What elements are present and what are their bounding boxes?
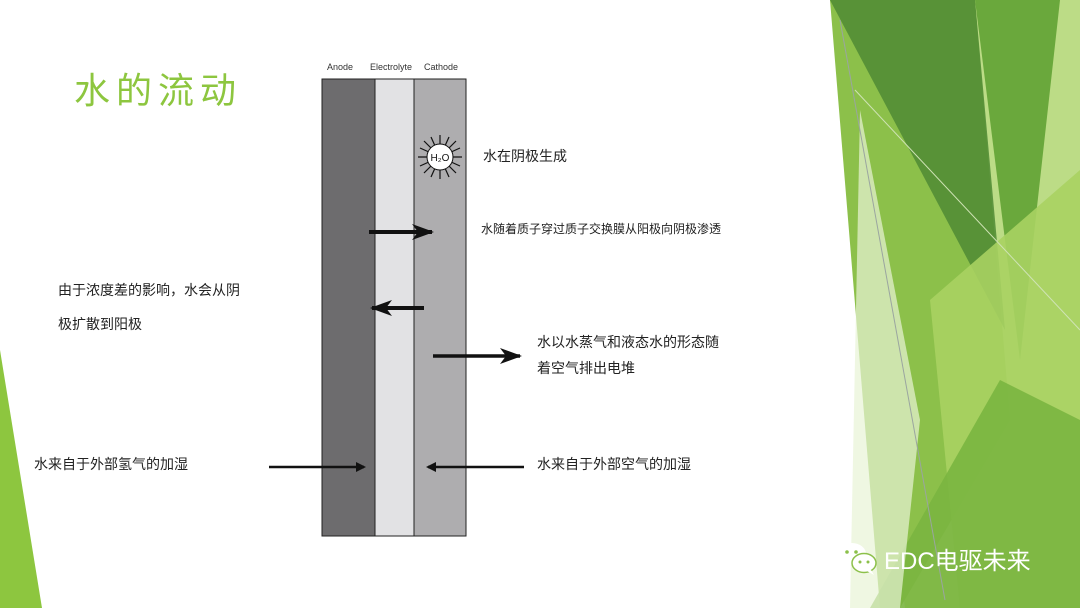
watermark-text: EDC电驱未来 (884, 547, 1031, 575)
note-exhaust-line1: 水以水蒸气和液态水的形态随 (537, 335, 719, 351)
note-back-diffusion-line1: 由于浓度差的影响，水会从阴 (58, 283, 240, 299)
anode-label: Anode (327, 62, 354, 72)
note-exhaust-line2: 着空气排出电堆 (537, 361, 635, 377)
note-air-humidification: 水来自于外部空气的加湿 (537, 457, 691, 473)
water-symbol: H₂O (431, 153, 450, 164)
note-cathode-generation: 水在阴极生成 (483, 149, 567, 165)
page-title: 水的流动 (74, 71, 243, 112)
watermark: EDC电驱未来 (836, 539, 1031, 577)
cathode-label: Cathode (424, 62, 459, 72)
electrolyte-label: Electrolyte (370, 62, 413, 72)
green-facet-deep (975, 0, 1060, 360)
left-green-sliver (0, 350, 42, 608)
green-facet-dark (830, 0, 1005, 330)
note-back-diffusion-line2: 极扩散到阳极 (58, 317, 142, 333)
wechat-icon (838, 543, 877, 575)
green-facet-white (850, 110, 920, 608)
note-electro-osmotic-drag: 水随着质子穿过质子交换膜从阳极向阴极渗透 (481, 222, 722, 236)
note-hydrogen-humidification: 水来自于外部氢气的加湿 (34, 457, 188, 473)
accent-line (839, 19, 946, 601)
accent-line-2 (854, 89, 1080, 331)
water-molecule-icon: H₂O (418, 135, 462, 179)
green-facet-bottom (870, 380, 1080, 608)
anode-layer (321, 78, 376, 537)
